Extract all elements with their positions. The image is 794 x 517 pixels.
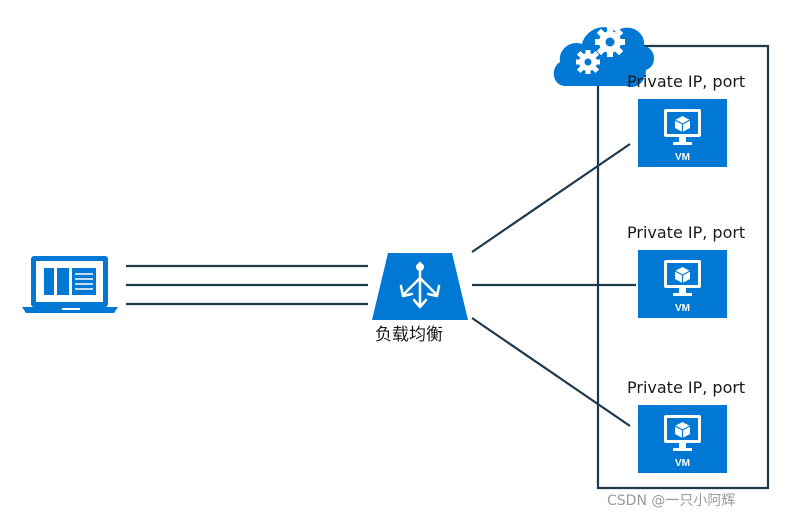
- laptop-icon: [22, 256, 118, 313]
- vm-tile: VM: [638, 99, 727, 167]
- vm-monitor-icon: [664, 109, 701, 145]
- vm-link-line: [471, 143, 631, 253]
- vm-monitor-icon: [664, 415, 701, 451]
- gear-icon: [595, 27, 625, 57]
- lb-to-vm-connections: [471, 143, 636, 427]
- load-balancer-icon: [372, 253, 468, 320]
- load-balancer-label: 负载均衡: [375, 325, 443, 345]
- vm-tile: VM: [638, 405, 727, 473]
- client-connections: [126, 264, 368, 306]
- vm-address-label: Private IP, port: [627, 223, 746, 242]
- vm-address-label: Private IP, port: [627, 72, 746, 91]
- vm-address-label: Private IP, port: [627, 378, 746, 397]
- vm-badge: VM: [675, 303, 690, 314]
- vm-badge: VM: [675, 152, 690, 163]
- watermark: CSDN @一只小阿辉: [607, 493, 736, 509]
- cloud-gear-icon: [553, 27, 655, 88]
- vm-tile: VM: [638, 250, 727, 318]
- vm-link-line: [471, 317, 631, 427]
- gear-icon: [576, 50, 600, 74]
- backend-pool-border: [596, 44, 770, 490]
- vm-monitor-icon: [664, 260, 701, 296]
- vm-badge: VM: [675, 458, 690, 469]
